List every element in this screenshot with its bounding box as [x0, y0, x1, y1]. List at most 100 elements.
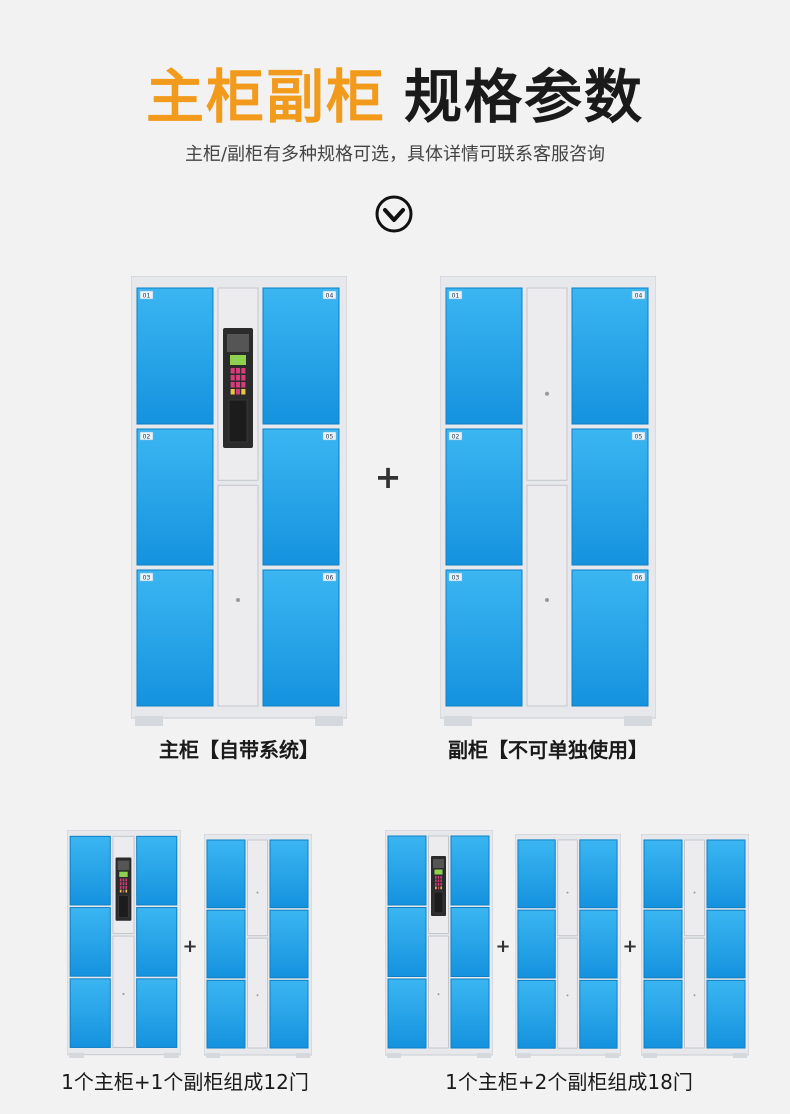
locker-door: [571, 287, 649, 425]
locker-door: [387, 835, 427, 906]
keypad-key: [437, 886, 440, 890]
plus-sign: +: [374, 458, 402, 496]
keypad-key: [437, 876, 440, 879]
keypad-key: [435, 883, 437, 886]
locker-door: [387, 907, 427, 977]
keypad-key: [440, 879, 442, 883]
locker-door: [445, 287, 523, 425]
locker-door: [579, 979, 618, 1049]
locker-door: [69, 907, 111, 977]
main-cabinet-caption: 主柜【自带系统】: [159, 738, 319, 762]
locker-door: [517, 839, 556, 909]
keypad-key: [435, 886, 437, 890]
locker-door: [445, 569, 523, 707]
locker-door: [445, 428, 523, 566]
combo1-caption: 1个主柜+1个副柜组成12门: [61, 1070, 309, 1094]
door-number-tag: [448, 431, 463, 441]
keypad-key: [241, 389, 246, 395]
middle-lower-panel: [526, 484, 568, 707]
keypad-key: [125, 889, 128, 893]
locker-door: [69, 835, 111, 906]
door-number-label: 03: [143, 575, 151, 582]
locker-door: [206, 909, 246, 979]
combo2-caption: 1个主柜+2个副柜组成18门: [445, 1070, 693, 1094]
keypad-key: [230, 375, 235, 381]
door-number-label: 04: [635, 293, 643, 300]
locker-door: [706, 839, 746, 909]
middle-lower-panel: [112, 935, 135, 1048]
keypad-key: [122, 878, 125, 882]
locker-door: [206, 979, 246, 1049]
keyhole: [236, 598, 240, 603]
locker-door: [136, 907, 178, 977]
middle-lower-panel: [247, 937, 268, 1049]
door-number-tag: [322, 431, 337, 441]
keyhole: [122, 992, 125, 996]
main-cabinet-drawing: [384, 829, 494, 1058]
page-title: 主柜副柜规格参数: [0, 50, 790, 134]
middle-lower-panel: [557, 937, 578, 1049]
combo2-main-cabinet: [384, 829, 494, 1058]
keypad-key: [241, 382, 246, 388]
locker-door: [643, 909, 683, 979]
keypad-key: [235, 389, 241, 395]
chevron-down-circle-icon: [375, 195, 413, 233]
keypad-key: [235, 375, 241, 381]
door-number-label: 02: [452, 434, 460, 441]
locker-door: [450, 978, 490, 1049]
keyhole: [256, 994, 259, 997]
locker-door: [517, 909, 556, 979]
subtitle: 主柜/副柜有多种规格可选，具体详情可联系客服咨询: [184, 144, 606, 165]
door-number-label: 05: [326, 434, 334, 441]
keyhole: [693, 891, 696, 894]
door-number-label: 04: [326, 293, 334, 300]
keypad-key: [235, 368, 241, 374]
keypad-key: [119, 885, 122, 889]
screen: [227, 334, 249, 352]
keypad-key: [119, 878, 122, 882]
locker-door: [387, 978, 427, 1049]
locker-door: [206, 839, 246, 909]
locker-door: [136, 978, 178, 1048]
middle-upper-panel: [684, 839, 705, 937]
combo1-main-cabinet: [66, 829, 182, 1058]
keypad-key: [119, 889, 122, 893]
keypad-key: [125, 878, 128, 882]
locker-door: [579, 839, 618, 909]
combo1-plus-sign: +: [182, 936, 198, 957]
door-number-tag: [631, 290, 646, 300]
locker-door: [579, 909, 618, 979]
sub-cabinet-caption: 副柜【不可单独使用】: [448, 738, 648, 762]
combo2-sub-cabinet-2: [640, 833, 750, 1058]
keyhole: [256, 891, 259, 894]
door-number-tag: [322, 572, 337, 582]
keypad-key: [440, 886, 442, 890]
locker-door: [136, 569, 214, 707]
keypad-key: [122, 885, 125, 889]
middle-lower-panel: [684, 937, 705, 1049]
sub-cabinet-drawing: [514, 833, 622, 1058]
locker-door: [269, 979, 309, 1049]
combo2-plus-sign-1: +: [495, 936, 511, 957]
sub-cabinet-drawing: [203, 833, 313, 1058]
keypad-key: [230, 368, 235, 374]
keypad-key: [230, 382, 235, 388]
lcd-display: [434, 869, 443, 875]
keypad-key: [437, 883, 440, 886]
lcd-display: [119, 871, 128, 877]
keypad-key: [241, 368, 246, 374]
screen: [117, 860, 130, 871]
middle-upper-panel: [526, 287, 568, 481]
locker-door: [706, 909, 746, 979]
locker-door: [262, 287, 340, 425]
keypad-key: [125, 882, 128, 886]
keyhole: [693, 994, 696, 997]
door-number-label: 06: [635, 575, 643, 582]
door-number-label: 06: [326, 575, 334, 582]
door-number-tag: [139, 431, 154, 441]
keypad-key: [125, 885, 128, 889]
door-number-tag: [631, 572, 646, 582]
locker-door: [269, 909, 309, 979]
